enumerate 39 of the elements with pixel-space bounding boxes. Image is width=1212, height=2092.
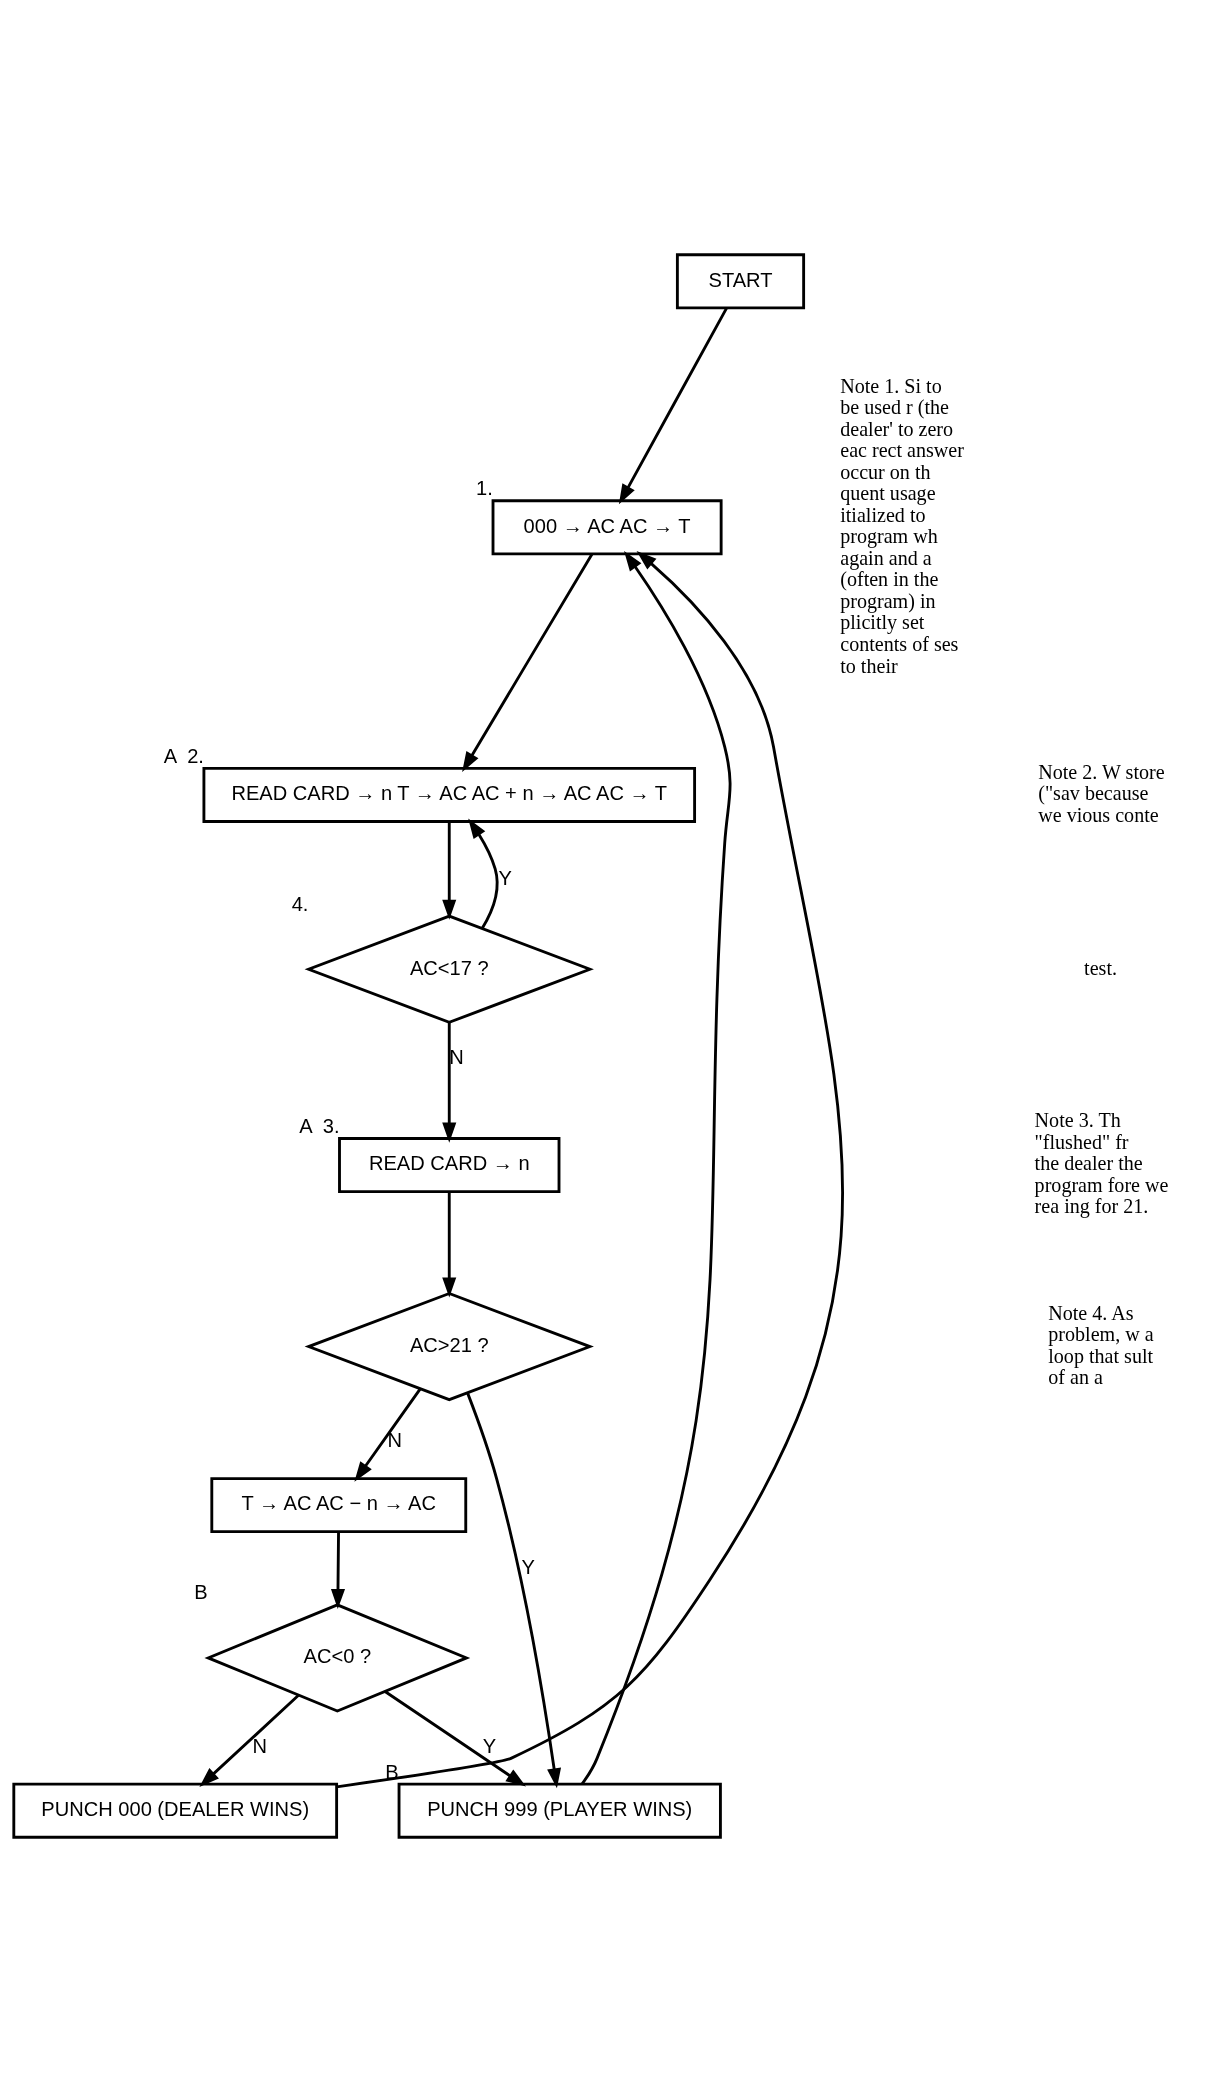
node-box: READ CARD → n T → AC AC + n → AC AC → T bbox=[202, 766, 697, 823]
arrow bbox=[354, 1388, 422, 1482]
node-label: A 3. bbox=[299, 1115, 340, 1138]
node-box: PUNCH 000 (DEALER WINS) bbox=[12, 1782, 339, 1839]
node-box: START bbox=[675, 253, 806, 310]
node-label: 1. bbox=[476, 477, 493, 500]
edge-label: N bbox=[449, 1046, 464, 1069]
node-box: READ CARD → n bbox=[338, 1137, 561, 1194]
edge-label: N bbox=[387, 1429, 402, 1452]
arrow bbox=[466, 1392, 562, 1789]
arrow bbox=[384, 1690, 526, 1787]
arrow bbox=[442, 1191, 457, 1298]
node-diamond: AC<17 ? bbox=[304, 914, 594, 1024]
node-box: PUNCH 999 (PLAYER WINS) bbox=[397, 1782, 722, 1839]
arrow bbox=[468, 818, 499, 930]
arrow bbox=[462, 553, 594, 772]
arrow bbox=[330, 1531, 346, 1610]
node-label: A 2. bbox=[163, 744, 204, 767]
label: Note 1. Si to be used r (the dealer' to zero eac rect answer occur on th quent usage itialized to program wh again and a (often in the program) in plicitly set contents of ses to their bbox=[840, 374, 964, 677]
arrow bbox=[618, 307, 728, 505]
node-label: B bbox=[194, 1581, 208, 1604]
arrow bbox=[442, 1022, 457, 1143]
edge-label: Y bbox=[482, 1734, 497, 1757]
edge-label: Y bbox=[498, 866, 512, 889]
node-diamond: AC>21 ? bbox=[304, 1291, 594, 1402]
node-box: T → AC AC − n → AC bbox=[210, 1477, 468, 1534]
label: Note 2. W store ("sav because we vious conte bbox=[1038, 760, 1165, 826]
label: Note 4. As problem, w a loop that sult of an a bbox=[1048, 1301, 1154, 1389]
node-diamond: AC<0 ? bbox=[204, 1603, 471, 1713]
arrow bbox=[199, 1694, 300, 1787]
arrow bbox=[580, 551, 732, 1785]
label: Note 3. Th "flushed" fr the dealer the program fore we rea ing for 21. bbox=[1034, 1109, 1169, 1218]
arrow bbox=[336, 551, 844, 1789]
node-label: 4. bbox=[291, 892, 309, 915]
label: test. bbox=[1084, 956, 1118, 979]
node-box: 000 → AC AC → T bbox=[491, 499, 723, 556]
edge-label: Y bbox=[521, 1555, 535, 1578]
arrow bbox=[442, 821, 457, 920]
edge-label: N bbox=[252, 1734, 268, 1757]
